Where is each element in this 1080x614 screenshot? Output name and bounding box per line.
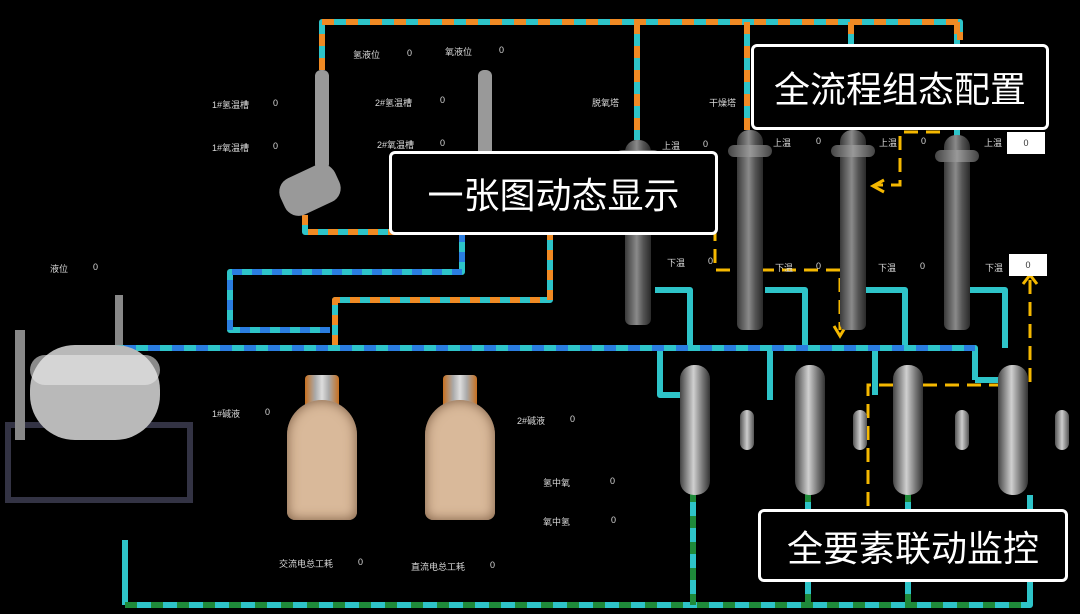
arrow-left-icon xyxy=(869,178,885,194)
deoxy-tower-label: 脱氧塔 xyxy=(592,98,620,108)
tower2-upper-value: 0 xyxy=(816,136,822,146)
o2-tank1-label: 1#氧温槽 xyxy=(212,143,250,153)
electrolyzer-1[interactable] xyxy=(287,400,357,520)
trap-2 xyxy=(853,410,867,450)
h2-level-value: 0 xyxy=(407,48,413,58)
h2-in-o2-value: 0 xyxy=(611,515,617,525)
h2-tank1-label: 1#氢温槽 xyxy=(212,100,250,110)
filter-3[interactable] xyxy=(893,365,923,495)
dc-power-value: 0 xyxy=(490,560,496,570)
tower1-upper-label: 上温 xyxy=(662,141,681,151)
lye2-value: 0 xyxy=(570,414,576,424)
lye2-label: 2#碱液 xyxy=(517,416,546,426)
trap-1 xyxy=(740,410,754,450)
callout-config: 全流程组态配置 xyxy=(751,44,1049,130)
separator-1 xyxy=(279,70,341,216)
filter-4[interactable] xyxy=(998,365,1028,495)
dc-power-label: 直流电总工耗 xyxy=(411,562,466,572)
tower-cap xyxy=(831,145,875,157)
tower4-upper-value: 0 xyxy=(1007,132,1045,154)
ac-power-value: 0 xyxy=(358,557,364,567)
level-label: 液位 xyxy=(50,264,69,274)
dryer-tower-2[interactable] xyxy=(840,130,866,330)
tower3-upper-value: 0 xyxy=(921,136,927,146)
dryer-tower-label: 干燥塔 xyxy=(709,98,737,108)
tower2-lower-value: 0 xyxy=(816,261,822,271)
lye1-label: 1#碱液 xyxy=(212,409,241,419)
h2-tank2-label: 2#氢温槽 xyxy=(375,98,413,108)
callout-monitor: 全要素联动监控 xyxy=(758,509,1068,582)
h2-in-o2-label: 氧中氢 xyxy=(543,517,571,527)
filter-1[interactable] xyxy=(680,365,710,495)
trap-3 xyxy=(955,410,969,450)
tower1-lower-label: 下温 xyxy=(667,258,686,268)
level-value: 0 xyxy=(93,262,99,272)
filter-2[interactable] xyxy=(795,365,825,495)
tower3-lower-value: 0 xyxy=(920,261,926,271)
dryer-tower-1[interactable] xyxy=(737,130,763,330)
h2-tank1-value: 0 xyxy=(273,98,279,108)
trap-4 xyxy=(1055,410,1069,450)
tower4-lower-label: 下温 xyxy=(985,263,1004,273)
electrolyzer-2[interactable] xyxy=(425,400,495,520)
tower3-lower-label: 下温 xyxy=(878,263,897,273)
o2-in-h2-value: 0 xyxy=(610,476,616,486)
o2-level-label: 氧液位 xyxy=(445,47,473,57)
tower1-lower-value: 0 xyxy=(708,256,714,266)
ac-power-label: 交流电总工耗 xyxy=(279,559,334,569)
dryer-tower-3[interactable] xyxy=(944,135,970,330)
storage-tank xyxy=(5,295,193,503)
tower2-upper-label: 上温 xyxy=(773,138,792,148)
h2-level-label: 氢液位 xyxy=(353,50,381,60)
pipe-main-header xyxy=(100,287,1008,400)
lye1-value: 0 xyxy=(265,407,271,417)
pipe-top-loop xyxy=(319,19,963,140)
h2-tank2-value: 0 xyxy=(440,95,446,105)
pipe-loop-upper xyxy=(227,215,553,350)
separator-2 xyxy=(478,70,492,170)
tower4-lower-value: 0 xyxy=(1009,254,1047,276)
o2-tank2-label: 2#氧温槽 xyxy=(377,140,415,150)
tower3-upper-label: 上温 xyxy=(879,138,898,148)
o2-level-value: 0 xyxy=(499,45,505,55)
o2-tank1-value: 0 xyxy=(273,141,279,151)
o2-in-h2-label: 氢中氧 xyxy=(543,478,571,488)
tower-cap xyxy=(728,145,772,157)
tower1-upper-value: 0 xyxy=(703,139,709,149)
tower4-upper-label: 上温 xyxy=(984,138,1003,148)
callout-display: 一张图动态显示 xyxy=(389,151,718,235)
tower-cap xyxy=(935,150,979,162)
tower2-lower-label: 下温 xyxy=(775,263,794,273)
o2-tank2-value: 0 xyxy=(440,138,446,148)
